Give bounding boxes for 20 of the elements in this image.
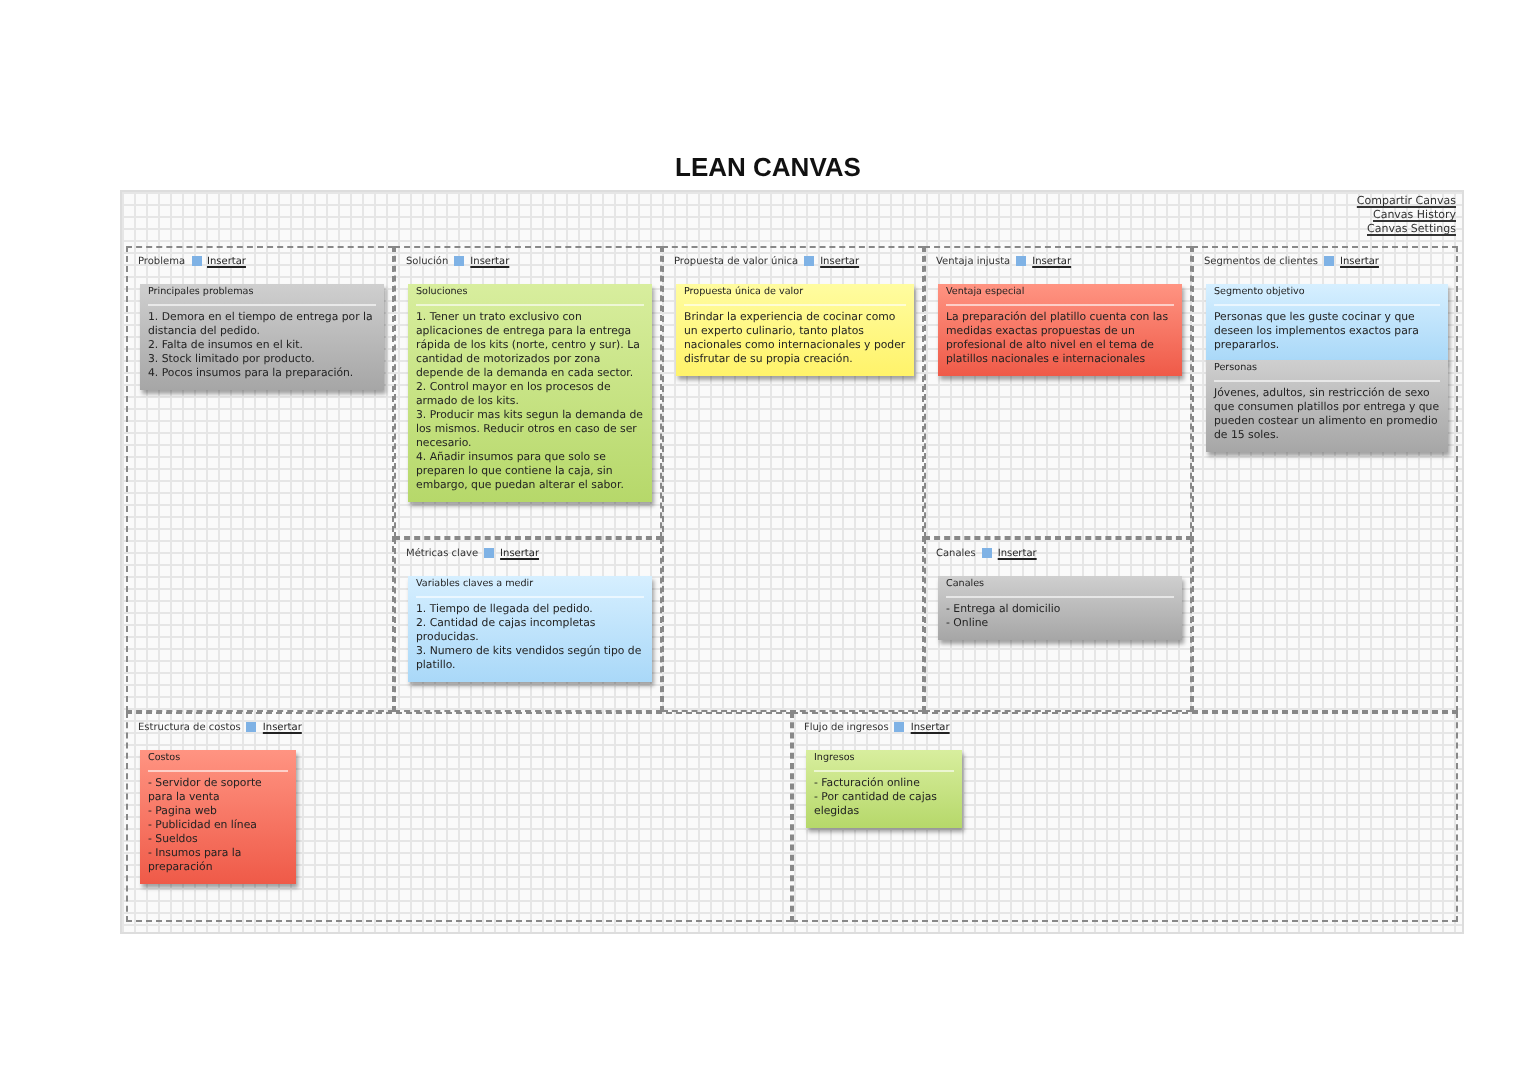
sticky-note bbox=[806, 750, 962, 829]
section-panel bbox=[1192, 246, 1458, 712]
sticky-note bbox=[408, 576, 652, 683]
section-panel bbox=[924, 246, 1192, 538]
sticky-note bbox=[676, 284, 914, 377]
section-panel bbox=[662, 246, 924, 712]
section-panel bbox=[394, 538, 662, 712]
sticky-note bbox=[1206, 284, 1448, 363]
sticky-note bbox=[408, 284, 652, 503]
sticky-note bbox=[938, 284, 1182, 377]
section-panel bbox=[792, 712, 1458, 922]
section-panel bbox=[126, 712, 792, 922]
sticky-note bbox=[1206, 360, 1448, 453]
sticky-note bbox=[140, 284, 384, 391]
sticky-note bbox=[140, 750, 296, 885]
section-panel bbox=[126, 246, 394, 712]
section-panel bbox=[394, 246, 662, 538]
sticky-note bbox=[938, 576, 1182, 641]
page-title: LEAN CANVAS bbox=[673, 152, 863, 182]
section-panel bbox=[924, 538, 1192, 712]
